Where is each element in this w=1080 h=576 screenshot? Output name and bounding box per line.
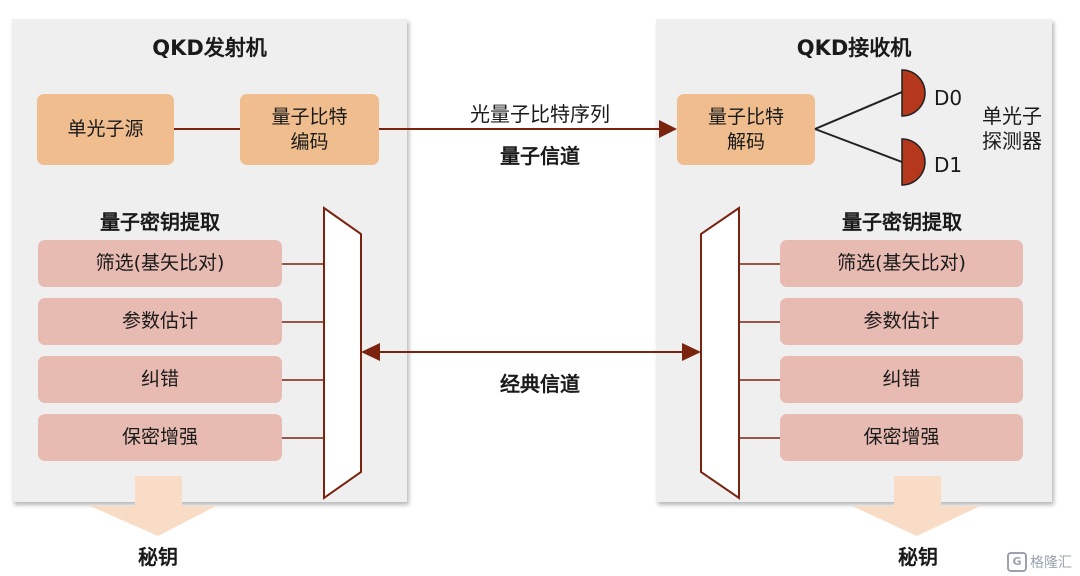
receiver-output-arrow xyxy=(852,476,980,536)
parameter-estimation-box: 参数估计 xyxy=(38,298,282,345)
sifting-box: 筛选(基矢比对) xyxy=(38,240,282,287)
watermark: G 格隆汇 xyxy=(1007,552,1072,572)
classical-channel-label: 经典信道 xyxy=(500,372,580,396)
error-correction-box: 纠错 xyxy=(780,356,1023,403)
transmitter-extraction-title: 量子密钥提取 xyxy=(100,210,220,234)
decoder-d0-line xyxy=(814,91,903,130)
quantum-channel-arrowhead xyxy=(659,120,677,138)
photon-sequence-label: 光量子比特序列 xyxy=(470,102,610,126)
transmitter-mux xyxy=(323,206,362,500)
transmitter-output-arrow xyxy=(90,476,216,536)
detector-d1-label: D1 xyxy=(934,153,963,177)
error-correction-box: 纠错 xyxy=(38,356,282,403)
parameter-estimation-box: 参数估计 xyxy=(780,298,1023,345)
qubit-encoding-box: 量子比特 编码 xyxy=(240,94,379,165)
watermark-text: 格隆汇 xyxy=(1030,555,1072,571)
classical-channel-arrowhead-right xyxy=(682,343,701,361)
single-photon-source-box: 单光子源 xyxy=(37,94,174,165)
receiver-extraction-title: 量子密钥提取 xyxy=(842,210,962,234)
privacy-amplification-box: 保密增强 xyxy=(780,414,1023,461)
detector-d0-label: D0 xyxy=(934,86,963,110)
classical-channel-arrowhead-left xyxy=(361,343,380,361)
qubit-decoding-box: 量子比特 解码 xyxy=(677,94,815,165)
privacy-amplification-box: 保密增强 xyxy=(38,414,282,461)
transmitter-secret-key-label: 秘钥 xyxy=(138,545,178,569)
quantum-channel-label: 量子信道 xyxy=(500,144,580,168)
transmitter-title: QKD发射机 xyxy=(152,36,267,60)
watermark-logo-icon: G xyxy=(1007,552,1027,572)
receiver-secret-key-label: 秘钥 xyxy=(898,545,938,569)
single-photon-detector-label: 单光子 探测器 xyxy=(982,104,1042,153)
receiver-title: QKD接收机 xyxy=(796,36,912,60)
detector-d1-shape xyxy=(901,138,926,186)
detector-d0-shape xyxy=(901,69,926,117)
receiver-mux xyxy=(700,206,740,500)
decoder-d1-line xyxy=(814,128,903,163)
sifting-box: 筛选(基矢比对) xyxy=(780,240,1023,287)
